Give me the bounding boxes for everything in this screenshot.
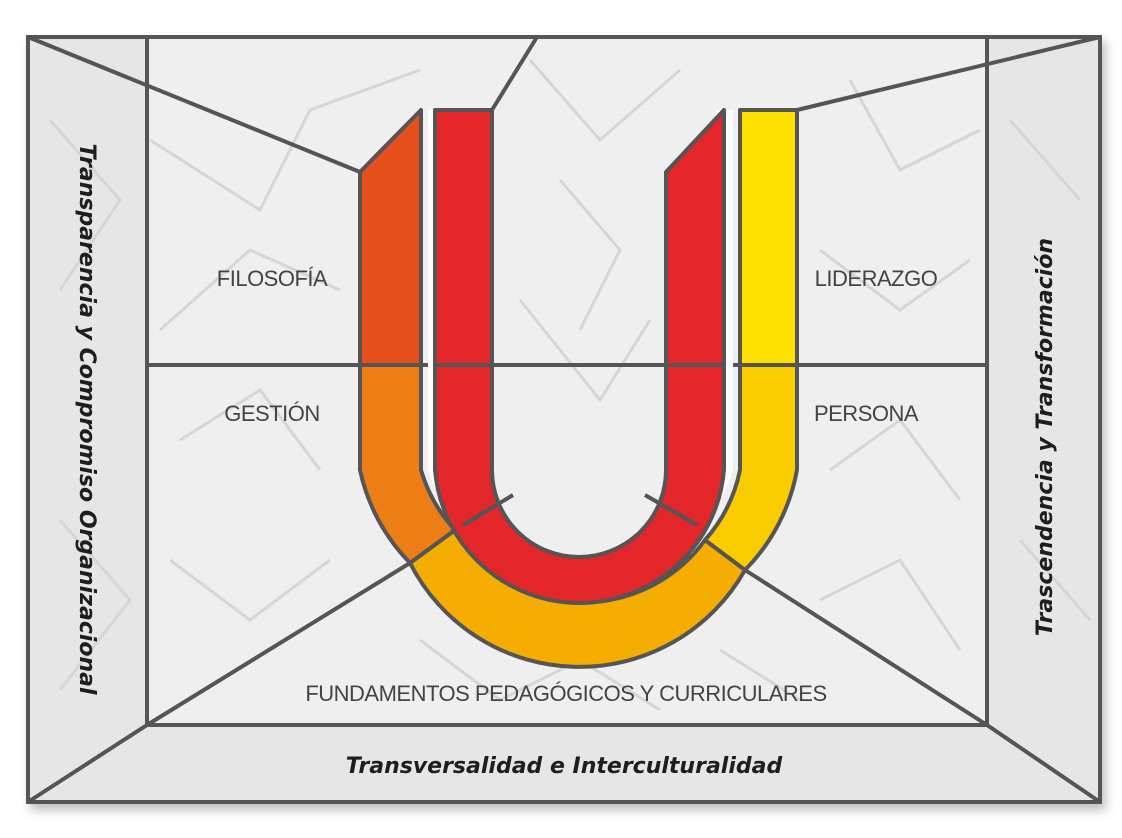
structure-lines [26,35,1102,804]
label-fundamentos: FUNDAMENTOS PEDAGÓGICOS Y CURRICULARES [305,681,826,706]
frame-label-left: Transparencia y Compromiso Organizaciona… [74,143,99,695]
background-network [48,59,1092,712]
u-band-upper-right [738,108,799,367]
u-band-lower-left [358,363,457,565]
frame-label-right: Trascendencia y Transformación [1033,238,1058,636]
u-band-upper-left [358,108,423,367]
label-filosofia: FILOSOFÍA [217,266,328,291]
label-liderazgo: LIDERAZGO [815,266,938,291]
u-band-lower-right [703,363,799,572]
u-inner-red [433,108,726,605]
frame-label-bottom: Transversalidad e Interculturalidad [346,754,783,779]
u-shape [358,108,799,669]
label-gestion: GESTIÓN [224,401,320,426]
label-persona: PERSONA [814,401,919,426]
